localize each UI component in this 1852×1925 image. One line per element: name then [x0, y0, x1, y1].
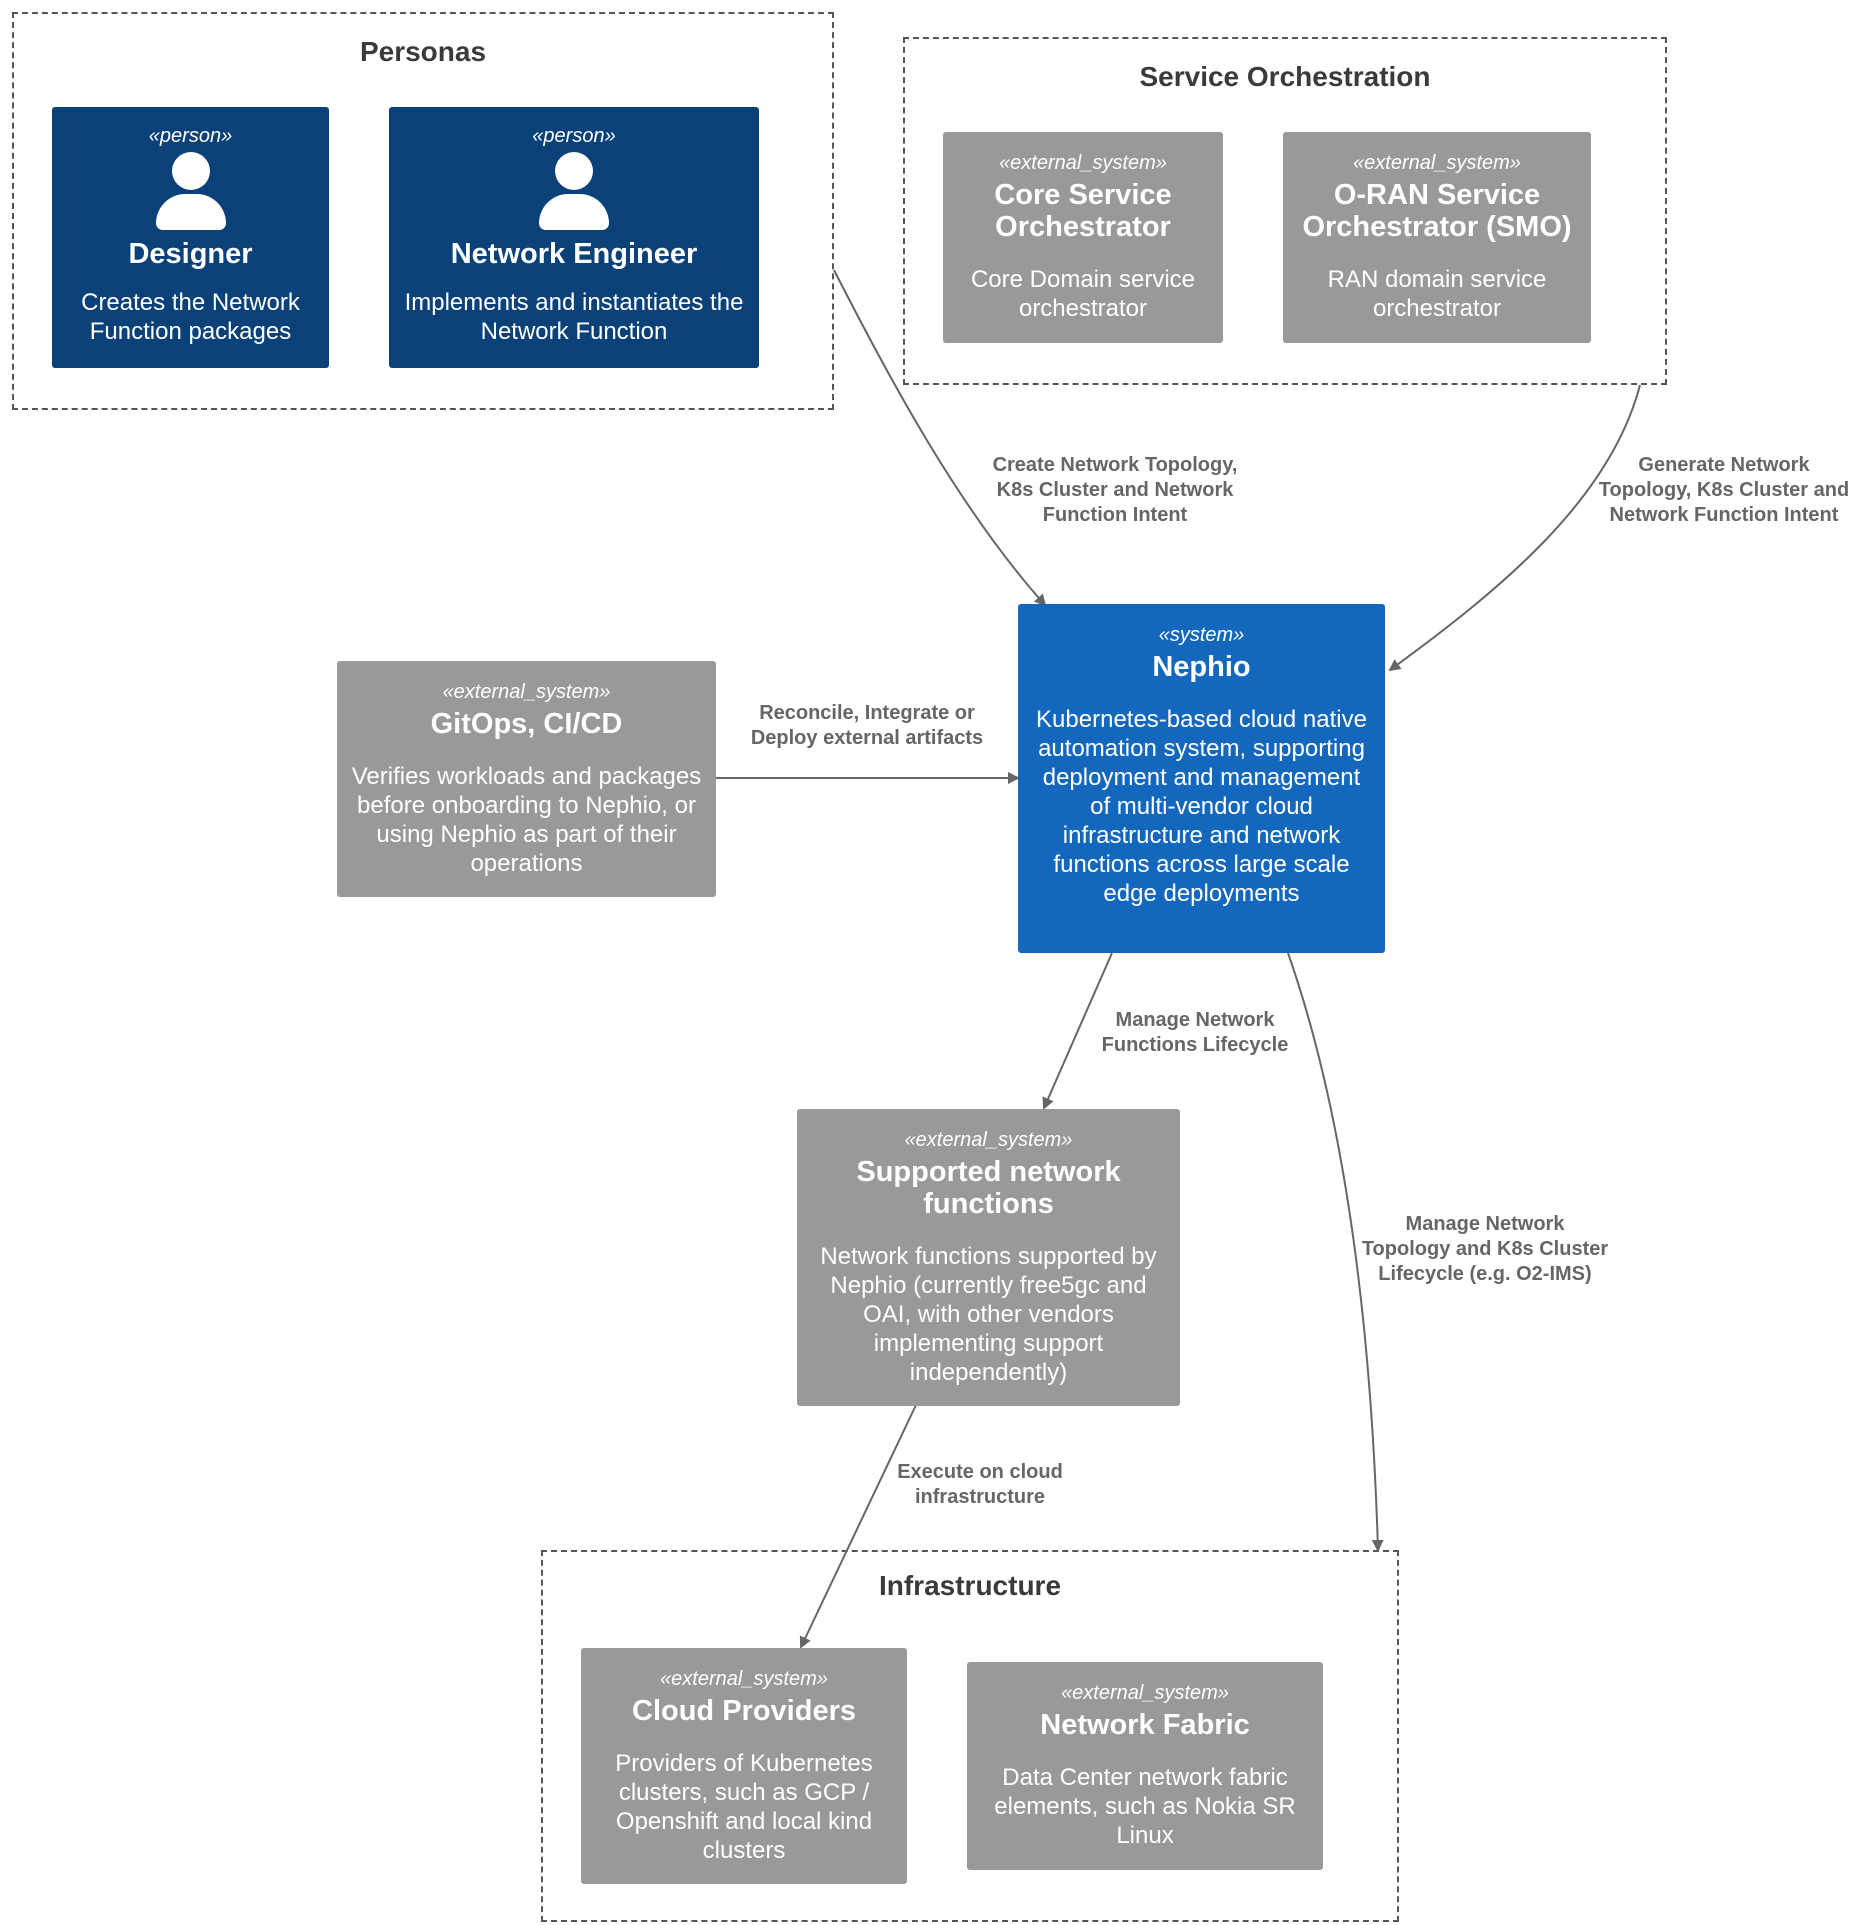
- designer-description: Creates the Network Function packages: [81, 289, 300, 345]
- arrow-network-functions-to-cloud: [799, 1404, 917, 1649]
- core-orchestrator-stereotype: «external_system»: [999, 152, 1167, 174]
- arrow-nephio-to-infrastructure: [1287, 952, 1384, 1552]
- cloud-providers-name: Cloud Providers: [632, 1695, 856, 1727]
- person-icon: [539, 152, 609, 232]
- designer-name: Designer: [128, 238, 253, 270]
- network-engineer-description: Implements and instantiates the Network …: [404, 289, 744, 345]
- relation-label-nephio-to-infrastructure: Manage Network Topology and K8s Cluster …: [1361, 1213, 1609, 1285]
- relation-label-network-functions-to-cloud: Execute on cloud infrastructure: [897, 1461, 1063, 1508]
- relation-label-gitops-to-nephio: Reconcile, Integrate or Deploy external …: [750, 702, 984, 749]
- relation-label-orchestration-to-nephio: Generate Network Topology, K8s Cluster a…: [1598, 454, 1850, 526]
- core-orchestrator-description: Core Domain service orchestrator: [970, 266, 1196, 322]
- arrow-personas-to-nephio: [833, 269, 1047, 607]
- cloud-providers-node[interactable]: «external_system» Cloud Providers Provid…: [581, 1648, 907, 1884]
- network-fabric-name: Network Fabric: [1040, 1709, 1250, 1741]
- core-orchestrator-node[interactable]: «external_system» Core Service Orchestra…: [943, 132, 1223, 343]
- network-fabric-node[interactable]: «external_system» Network Fabric Data Ce…: [967, 1662, 1323, 1870]
- nephio-node[interactable]: «system» Nephio Kubernetes-based cloud n…: [1018, 604, 1385, 953]
- service-orchestration-boundary-title: Service Orchestration: [1139, 61, 1431, 92]
- nephio-name: Nephio: [1152, 651, 1251, 683]
- gitops-stereotype: «external_system»: [442, 681, 611, 703]
- relation-label-personas-to-nephio: Create Network Topology, K8s Cluster and…: [992, 454, 1238, 526]
- gitops-node[interactable]: «external_system» GitOps, CI/CD Verifies…: [337, 661, 716, 897]
- network-engineer-name: Network Engineer: [450, 238, 698, 270]
- network-functions-name: Supported network functions: [856, 1156, 1121, 1220]
- smo-description: RAN domain service orchestrator: [1327, 266, 1547, 322]
- network-functions-node[interactable]: «external_system» Supported network func…: [797, 1109, 1180, 1406]
- network-engineer-node[interactable]: «person» Network Engineer Implements and…: [389, 107, 759, 368]
- gitops-description: Verifies workloads and packages before o…: [351, 763, 702, 877]
- nephio-description: Kubernetes-based cloud native automation…: [1036, 706, 1367, 907]
- designer-stereotype: «person»: [148, 125, 233, 147]
- smo-name: O-RAN Service Orchestrator (SMO): [1302, 179, 1572, 243]
- arrow-nephio-to-network-functions: [1042, 952, 1113, 1110]
- nephio-stereotype: «system»: [1158, 624, 1245, 646]
- infrastructure-boundary-title: Infrastructure: [878, 1570, 1062, 1601]
- core-orchestrator-name: Core Service Orchestrator: [994, 179, 1172, 243]
- smo-node[interactable]: «external_system» O-RAN Service Orchestr…: [1283, 132, 1591, 343]
- network-functions-description: Network functions supported by Nephio (c…: [820, 1243, 1157, 1386]
- network-functions-stereotype: «external_system»: [904, 1129, 1073, 1151]
- gitops-name: GitOps, CI/CD: [430, 708, 623, 740]
- arrow-orchestration-to-nephio: [1388, 384, 1641, 672]
- cloud-providers-description: Providers of Kubernetes clusters, such a…: [615, 1750, 873, 1864]
- personas-boundary: Personas: [12, 12, 834, 410]
- network-fabric-description: Data Center network fabric elements, suc…: [994, 1764, 1296, 1849]
- network-engineer-stereotype: «person»: [532, 125, 616, 147]
- personas-boundary-title: Personas: [359, 36, 487, 67]
- designer-node[interactable]: «person» Designer Creates the Network Fu…: [52, 107, 329, 368]
- cloud-providers-stereotype: «external_system»: [660, 1668, 828, 1690]
- service-orchestration-boundary: Service Orchestration: [903, 37, 1667, 385]
- smo-stereotype: «external_system»: [1353, 152, 1521, 174]
- infrastructure-boundary: Infrastructure: [541, 1550, 1399, 1922]
- network-fabric-stereotype: «external_system»: [1061, 1682, 1229, 1704]
- person-icon: [155, 152, 226, 232]
- relation-label-nephio-to-network-functions: Manage Network Functions Lifecycle: [1101, 1009, 1289, 1056]
